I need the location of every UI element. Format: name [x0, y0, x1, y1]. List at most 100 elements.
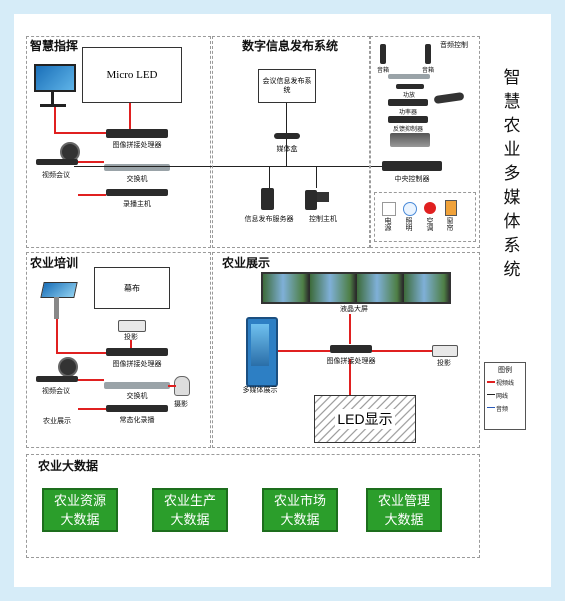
network-line [286, 103, 287, 133]
touch-display-icon [34, 64, 76, 92]
section-bigdata-title: 农业大数据 [38, 459, 99, 473]
switch-label-power: 电源 [384, 217, 392, 232]
training-projector-label: 投影 [124, 333, 138, 341]
legend-swatch-audio [487, 407, 495, 408]
speaker-right-label: 音箱 [421, 67, 434, 74]
title-char: 系 [503, 236, 521, 256]
legend-swatch-video [487, 381, 495, 383]
legend-swatch-network [487, 394, 495, 395]
lcd-wall-label: 液晶大屏 [340, 305, 368, 313]
section-bigdata [26, 454, 480, 558]
switch-label-curtain: 窗帘 [446, 217, 454, 232]
legend-box [484, 362, 526, 430]
stand-pole [51, 90, 54, 104]
control-host-icon [305, 190, 317, 210]
show-projector-icon [432, 345, 458, 357]
switch-panel [374, 192, 476, 242]
bigdata-line: 大数据 [170, 513, 210, 528]
training-recorder-device [106, 405, 168, 412]
recorder-label: 录播主机 [123, 200, 151, 208]
led-display-label: LED显示 [335, 409, 395, 429]
section-show-title: 农业展示 [222, 256, 271, 270]
title-char: 农 [503, 116, 521, 136]
section-training-title: 农业培训 [30, 256, 79, 270]
video-line [278, 350, 330, 352]
title-char: 多 [503, 164, 521, 184]
video-line [54, 107, 56, 133]
diagram-canvas: 智慧指挥 Micro LED 图像拼接处理器 视频会议 交换机 录播主机 数字信… [14, 14, 551, 587]
server-icon [261, 188, 274, 210]
bigdata-market-box: 农业市场大数据 [262, 488, 338, 532]
switch-label-aircon: 空调 [426, 217, 434, 232]
network-line [316, 166, 317, 188]
video-line [129, 103, 131, 131]
feedback-device [388, 116, 428, 123]
training-splicer-label: 图像拼接处理器 [112, 360, 162, 368]
training-camera-label: 摄影 [174, 400, 188, 408]
bigdata-line: 农业市场 [273, 494, 326, 509]
video-conf-label: 视频会议 [42, 171, 70, 179]
section-training [26, 252, 211, 448]
bigdata-line: 农业资源 [53, 494, 106, 509]
bigdata-line: 大数据 [60, 513, 100, 528]
video-line [56, 319, 58, 353]
media-box-device [274, 133, 300, 139]
speaker-right-icon [425, 44, 431, 64]
training-display-label: 农业展示 [43, 417, 71, 425]
training-screen: 幕布 [94, 267, 170, 309]
monitor-icon [317, 192, 329, 202]
video-conf-device [36, 159, 78, 165]
video-line [372, 350, 432, 352]
show-splicer-device [330, 345, 372, 353]
legend-item-video: 视频线 [496, 380, 515, 387]
show-splicer-label: 图像拼接处理器 [326, 357, 376, 365]
media-box-label: 媒体盒 [276, 145, 298, 153]
server-label: 信息发布服务器 [244, 215, 294, 223]
section-command-title: 智慧指挥 [30, 39, 79, 53]
section-publish-title: 数字信息发布系统 [242, 39, 339, 53]
section-show [212, 252, 480, 448]
splicer-label: 图像拼接处理器 [112, 141, 162, 149]
title-char: 体 [503, 212, 521, 232]
training-camera-icon [58, 357, 78, 377]
training-splicer-device [106, 348, 168, 356]
processor-label: 功放 [402, 92, 415, 99]
lcd-wall-icon [261, 272, 451, 304]
system-vertical-title: 智 慧 农 业 多 媒 体 系 统 [502, 66, 522, 282]
training-switch-device [104, 382, 170, 389]
kiosk-screen [251, 324, 269, 366]
central-controller-device [382, 161, 442, 171]
feedback-label: 反馈抑制器 [392, 126, 423, 133]
processor-device [396, 84, 424, 89]
bigdata-line: 大数据 [280, 513, 320, 528]
splicer-device [106, 129, 168, 138]
power-device [388, 99, 428, 106]
video-line [349, 314, 351, 344]
speaker-left-label: 音箱 [376, 67, 389, 74]
bigdata-line: 大数据 [384, 513, 424, 528]
aircon-switch-icon [424, 202, 436, 214]
video-line [78, 408, 106, 410]
multimedia-kiosk-label: 多媒体展示 [242, 386, 278, 394]
kiosk-stand [54, 297, 59, 319]
video-line [349, 359, 351, 395]
section-audio [370, 36, 480, 248]
bigdata-management-box: 农业管理大数据 [366, 488, 442, 532]
speaker-left-icon [380, 44, 386, 64]
section-command [26, 36, 211, 248]
video-line [78, 379, 104, 381]
video-line [130, 340, 132, 348]
switch-label-light: 照明 [405, 217, 413, 232]
dome-camera-icon [174, 376, 190, 396]
title-char: 统 [503, 260, 521, 280]
legend-item-network: 网线 [496, 393, 509, 400]
audio-control-label: 音频控制 [440, 41, 468, 49]
legend-item-audio: 音频 [496, 406, 509, 413]
section-publish [212, 36, 370, 248]
training-video-conf-label: 视频会议 [42, 387, 70, 395]
bigdata-resource-box: 农业资源大数据 [42, 488, 118, 532]
kiosk-icon [40, 282, 78, 298]
network-line [74, 166, 434, 167]
curtain-switch-icon [445, 200, 457, 216]
